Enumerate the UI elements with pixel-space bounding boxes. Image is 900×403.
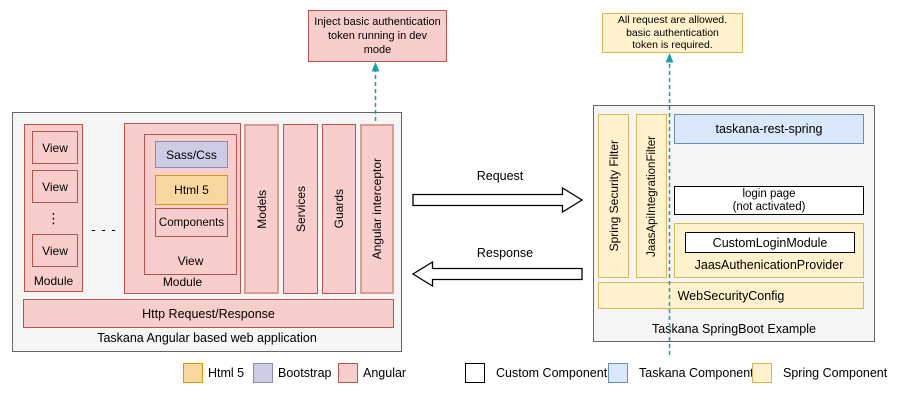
legend-label: Angular — [363, 365, 407, 380]
html5-label: Html 5 — [174, 183, 209, 197]
view-label: View — [42, 140, 68, 155]
angular-interceptor-label: Angular interceptor — [370, 158, 384, 260]
view-box: View — [32, 234, 78, 267]
services-label: Services — [293, 185, 308, 232]
view-label: View — [42, 243, 68, 258]
taskana-rest-spring-box: taskana-rest-spring — [674, 114, 864, 144]
taskana-rest-spring-label: taskana-rest-spring — [715, 122, 823, 136]
http-request-response-bar: Http Request/Response — [23, 299, 394, 328]
spring-component-swatch — [752, 362, 772, 383]
jaas-authentication-provider-label: JaasAuthenicationProvider — [694, 258, 844, 272]
springboot-title: Taskana SpringBoot Example — [652, 322, 816, 336]
angular-swatch — [338, 362, 358, 383]
guards-bar: Guards — [322, 124, 356, 294]
note-line: token is required. — [632, 39, 713, 52]
models-bar: Models — [244, 124, 279, 294]
spring-security-filter-bar: Spring Security Filter — [598, 114, 629, 278]
note-auth-required: All request are allowed. basic authentic… — [602, 13, 743, 53]
request-label: Request — [476, 169, 524, 183]
angular-app-title: Taskana Angular based web application — [97, 331, 317, 345]
legend-item-spring-component: Spring Component — [752, 362, 887, 383]
view-label: View — [177, 254, 204, 268]
view-box: View — [32, 131, 78, 164]
taskana-component-swatch — [608, 362, 628, 383]
login-page-box: login page (not activated) — [674, 186, 864, 215]
custom-login-module-label: CustomLoginModule — [712, 235, 828, 250]
legend-item-angular: Angular — [338, 362, 406, 383]
note-line: basic authentication — [626, 26, 719, 39]
view-box: View — [32, 170, 78, 203]
components-box: Components — [155, 208, 228, 237]
ellipsis-glyph: ⋮ — [46, 209, 61, 226]
legend-label: Html 5 — [208, 365, 245, 380]
module-box: Sass/Css Html 5 Components View Module — [124, 123, 241, 294]
custom-login-module-box: CustomLoginModule — [685, 232, 855, 253]
legend-item-custom-component: Custom Component — [465, 362, 607, 383]
note-line: mode — [363, 44, 392, 56]
note-line: Inject basic authentication — [314, 16, 441, 28]
sass-css-box: Sass/Css — [155, 141, 228, 168]
dashes-glyph: - - - — [91, 221, 117, 237]
legend-label: Custom Component — [496, 365, 608, 380]
guards-label: Guards — [332, 189, 346, 229]
legend-label: Bootstrap — [278, 365, 332, 380]
view-box: Sass/Css Html 5 Components View — [144, 134, 237, 275]
angular-app-container: View View ⋮ View Module - - - Sass/Css — [12, 112, 402, 352]
spring-security-filter-label: Spring Security Filter — [606, 140, 621, 252]
angular-interceptor-bar: Angular interceptor — [360, 124, 394, 294]
response-label: Response — [476, 246, 534, 260]
module-box: View View ⋮ View Module — [24, 124, 83, 292]
vertical-ellipsis: ⋮ — [25, 205, 82, 231]
legend-item-bootstrap: Bootstrap — [253, 362, 332, 383]
html5-swatch — [183, 362, 203, 383]
legend-item-html5: Html 5 — [183, 362, 244, 383]
legend-item-taskana-component: Taskana Component — [608, 362, 754, 383]
html5-box: Html 5 — [155, 175, 228, 205]
services-bar: Services — [283, 124, 318, 294]
view-label: View — [42, 179, 68, 194]
jaas-authentication-provider-box: CustomLoginModule JaasAuthenicationProvi… — [674, 223, 864, 278]
sass-css-label: Sass/Css — [166, 147, 217, 162]
components-label: Components — [158, 216, 225, 229]
note-line: All request are allowed. — [617, 14, 728, 27]
jaas-api-integration-filter-bar: JaasApiIntegrationFilter — [636, 114, 667, 278]
more-modules-dashes: - - - — [85, 221, 123, 237]
note-line: token running in dev — [327, 30, 428, 42]
login-page-line: (not activated) — [732, 200, 806, 213]
models-label: Models — [254, 189, 269, 229]
dashed-arrow-auth-required — [665, 53, 674, 355]
dashed-arrow-dev-token — [371, 62, 380, 121]
note-inject-token: Inject basic authentication token runnin… — [308, 10, 447, 62]
legend-label: Spring Component — [783, 365, 888, 380]
http-bar-label: Http Request/Response — [142, 306, 275, 321]
response-arrow — [411, 260, 583, 288]
request-arrow — [412, 186, 584, 214]
module-label: Module — [162, 275, 203, 289]
login-page-line: login page — [742, 187, 796, 200]
springboot-container: Spring Security Filter JaasApiIntegratio… — [593, 105, 875, 342]
legend-label: Taskana Component — [639, 365, 754, 380]
web-security-config-label: WebSecurityConfig — [677, 288, 785, 303]
bootstrap-swatch — [253, 362, 273, 383]
custom-component-swatch — [465, 362, 485, 383]
jaas-api-integration-filter-label: JaasApiIntegrationFilter — [645, 135, 658, 257]
web-security-config-bar: WebSecurityConfig — [598, 282, 864, 309]
module-label: Module — [33, 274, 74, 288]
